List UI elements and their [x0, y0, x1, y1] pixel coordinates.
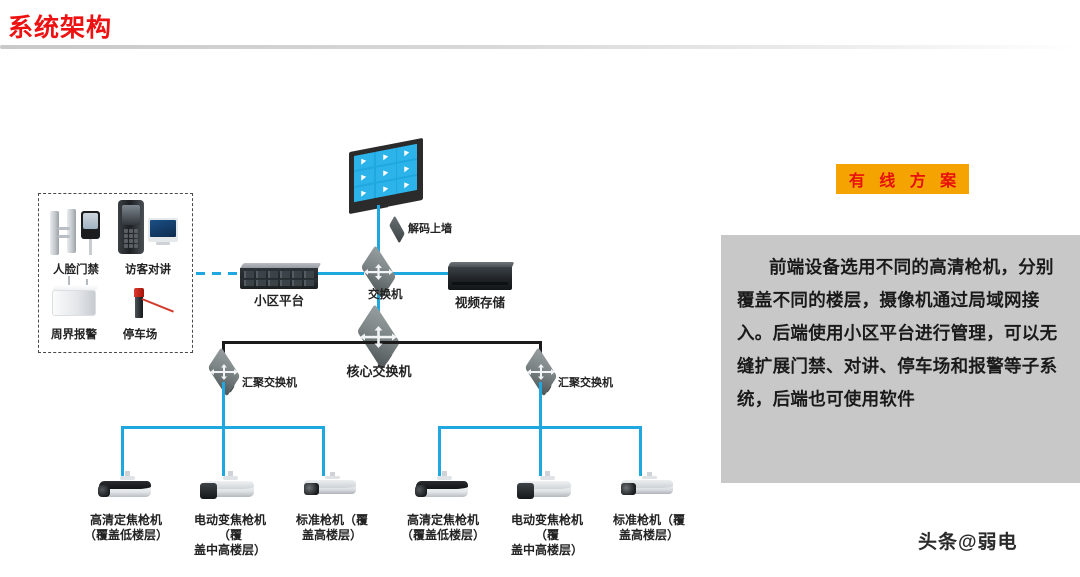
trunk-horizontal [222, 341, 542, 344]
switch-icon [360, 244, 397, 300]
description-panel: 前端设备选用不同的高清枪机，分别覆盖不同的楼层，摄像机通过局域网接入。后端使用小… [721, 235, 1080, 483]
header-divider [0, 45, 1080, 49]
node-label-platform: 小区平台 [253, 294, 304, 308]
subsystem-label-perimeter-alarm: 周界报警 [51, 329, 97, 341]
node-label-agg-switch-right: 汇聚交换机 [558, 377, 613, 389]
node-label-agg-switch-left: 汇聚交换机 [242, 377, 297, 389]
camera-label-2: 电动变焦枪机（覆 盖中高楼层） [193, 513, 266, 557]
link-cam2-drop [222, 426, 225, 476]
camera-label-5: 电动变焦枪机（覆 盖中高楼层） [510, 513, 583, 557]
door-intercom-icon [116, 200, 180, 256]
subsystem-label-parking: 停车场 [122, 329, 158, 341]
link-cam4-drop [438, 426, 441, 476]
page-title: 系统架构 [8, 14, 113, 42]
link-agg-right-stem [539, 382, 542, 428]
link-cam6-drop [639, 426, 642, 476]
parking-barrier-icon [128, 288, 174, 318]
camera-icon-1 [95, 471, 157, 504]
node-label-storage: 视频存储 [454, 296, 505, 310]
camera-icon-4 [412, 471, 474, 504]
aggregation-switch-icon-right [524, 347, 558, 397]
camera-label-1: 高清定焦枪机 （覆盖低楼层） [83, 513, 168, 542]
core-switch-icon [356, 303, 401, 371]
wired-solution-badge: 有 线 方 案 [836, 164, 969, 194]
camera-label-3: 标准枪机（覆 盖高楼层） [295, 513, 368, 542]
link-subsystem-to-platform [196, 272, 240, 275]
link-agg-left-stem [222, 382, 225, 428]
camera-icon-6 [617, 472, 679, 500]
link-wall-to-switch [377, 205, 380, 265]
link-platform-to-switch [318, 272, 364, 275]
link-cam1-drop [121, 426, 124, 476]
camera-label-6: 标准枪机（覆 盖高楼层） [612, 513, 685, 542]
description-text: 前端设备选用不同的高清枪机，分别覆盖不同的楼层，摄像机通过局域网接入。后端使用小… [737, 257, 1058, 409]
subsystem-dashed-box [38, 193, 193, 353]
subsystem-label-intercom: 访客对讲 [125, 264, 171, 276]
face-access-gate-icon [48, 205, 104, 255]
node-label-core-switch: 核心交换机 [346, 364, 412, 379]
link-cam5-drop [539, 426, 542, 476]
decoder-chip-icon [387, 215, 407, 244]
camera-icon-5 [515, 471, 577, 504]
rack-server-icon [240, 263, 322, 289]
link-cam3-drop [322, 426, 325, 476]
subsystem-label-face-access: 人脸门禁 [53, 264, 99, 276]
camera-icon-2 [198, 471, 260, 504]
camera-icon-3 [300, 472, 362, 500]
link-switch-to-core [377, 275, 380, 325]
perimeter-alarm-icon [52, 276, 100, 316]
node-label-decoder: 解码上墙 [408, 223, 452, 235]
aggregation-switch-icon-left [207, 347, 241, 397]
link-switch-to-storage [392, 272, 448, 275]
watermark: 头条@弱电 [918, 532, 1018, 553]
video-wall [349, 137, 423, 215]
camera-label-4: 高清定焦枪机 （覆盖低楼层） [400, 513, 485, 542]
nvr-storage-icon [448, 262, 515, 290]
node-label-switch: 交换机 [368, 289, 403, 301]
